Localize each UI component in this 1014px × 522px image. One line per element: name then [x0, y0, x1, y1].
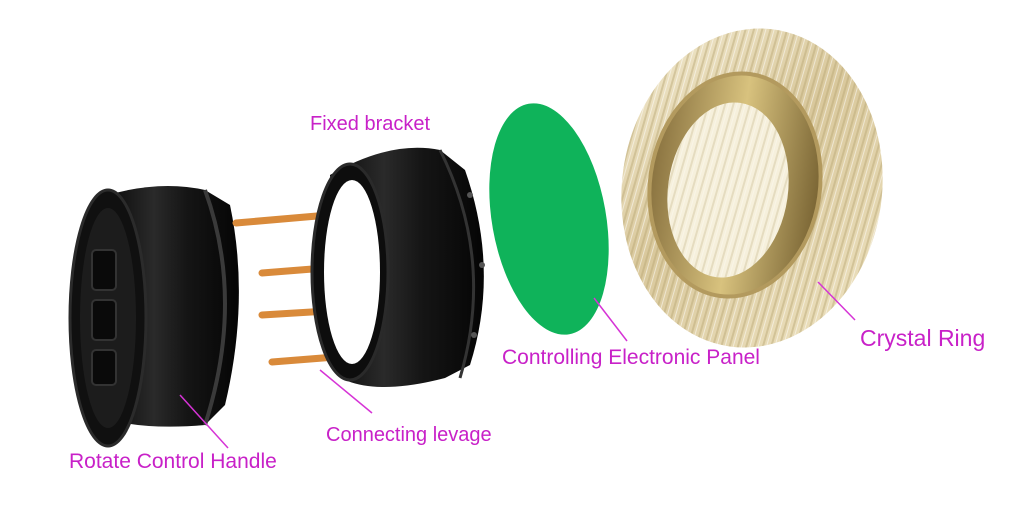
crystal-ring: [621, 28, 883, 348]
rotate-control-handle: [68, 186, 239, 448]
leader-crystal: [817, 281, 856, 321]
leader-lines: [179, 281, 856, 449]
controlling-electronic-panel: [489, 103, 609, 335]
rotate-control-handle-label: Rotate Control Handle: [69, 450, 277, 473]
connecting-levage-label: Connecting levage: [326, 424, 492, 446]
leader-levage: [319, 369, 373, 414]
electronic-panel-label: Controlling Electronic Panel: [502, 346, 760, 369]
leader-panel: [593, 297, 628, 342]
fixed-bracket-label: Fixed bracket: [310, 113, 431, 135]
crystal-ring-label: Crystal Ring: [860, 325, 986, 351]
leader-handle: [179, 394, 229, 449]
fixed-bracket: [310, 147, 485, 388]
